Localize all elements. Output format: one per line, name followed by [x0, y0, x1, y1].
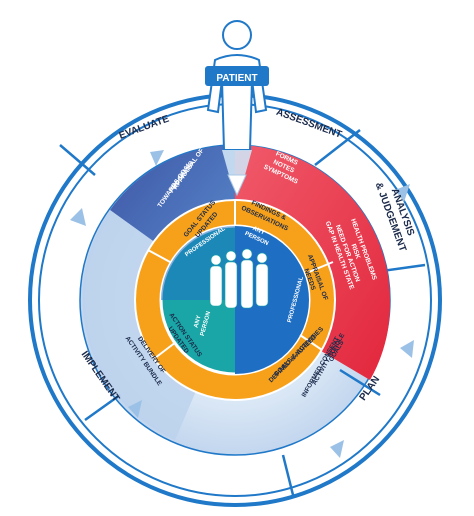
orange-dividers [147, 200, 334, 359]
people-icon [209, 248, 269, 309]
health-problems-2: RISK [349, 243, 361, 260]
patient-label: PATIENT [216, 73, 257, 84]
inner-right-half [235, 226, 309, 374]
patient-figure [205, 20, 269, 197]
cycle-arrows [70, 150, 414, 458]
inner-any-person-top-1: ANY [251, 226, 265, 237]
inner-any-person-bottom-1: ANY [193, 315, 202, 329]
